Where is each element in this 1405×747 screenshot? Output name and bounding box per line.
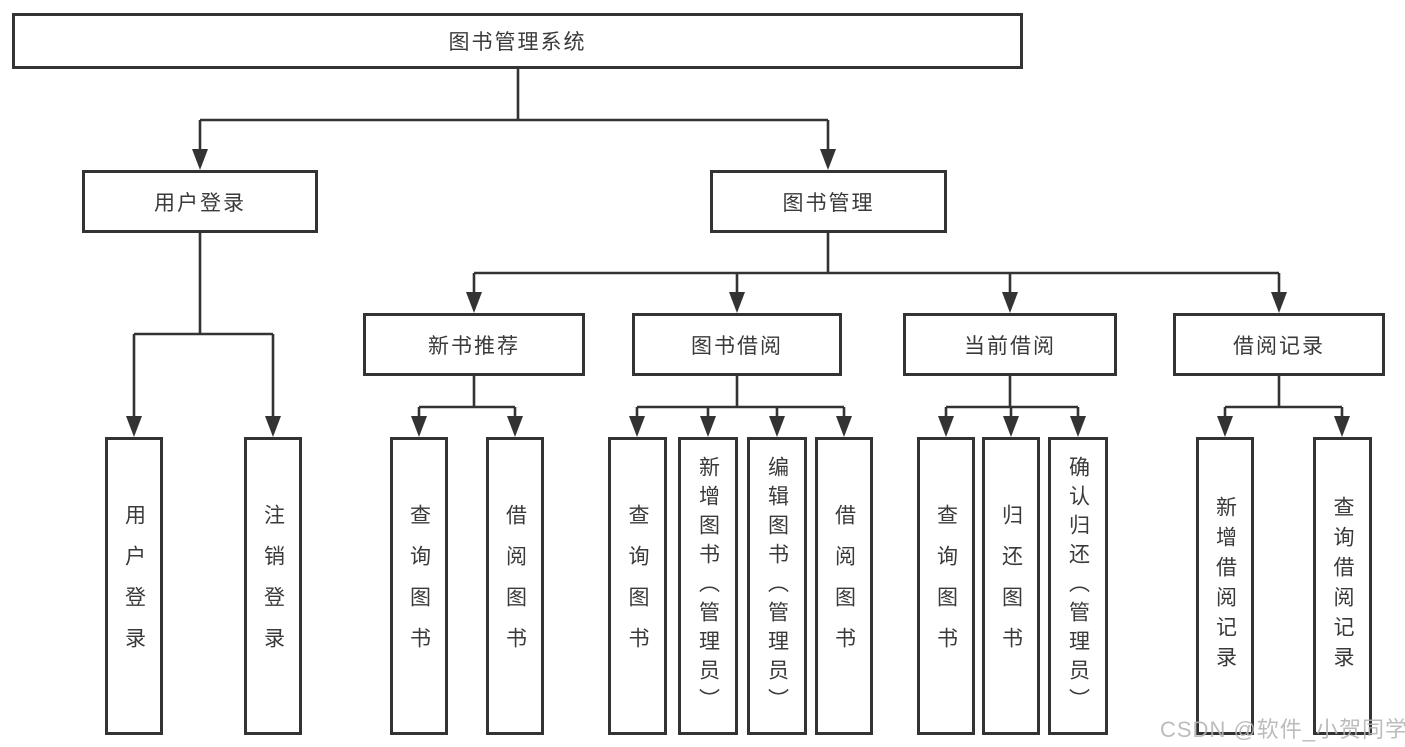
node-leaf-bb-add-book: 新增图书（管理员） xyxy=(678,437,738,735)
arrowhead xyxy=(629,416,645,437)
arrowhead xyxy=(836,416,852,437)
node-book-borrow: 图书借阅 xyxy=(632,313,842,376)
node-book-borrow-label: 图书借阅 xyxy=(691,334,783,358)
node-borrow-record: 借阅记录 xyxy=(1173,313,1385,376)
arrowhead xyxy=(466,292,482,313)
node-leaf-logout-label: 注销登录 xyxy=(261,504,285,668)
node-leaf-rec-borrow-book: 借阅图书 xyxy=(486,437,544,735)
arrowhead xyxy=(938,416,954,437)
node-leaf-bb-query-book: 查询图书 xyxy=(608,437,667,735)
node-leaf-cb-confirm-return-label: 确认归还（管理员） xyxy=(1066,455,1090,717)
node-current-borrow-label: 当前借阅 xyxy=(964,334,1056,358)
node-user-login: 用户登录 xyxy=(82,170,318,233)
node-root: 图书管理系统 xyxy=(12,13,1023,69)
node-book-mgmt-label: 图书管理 xyxy=(782,191,875,215)
node-new-book-rec-label: 新书推荐 xyxy=(428,334,520,358)
node-borrow-record-label: 借阅记录 xyxy=(1233,334,1325,358)
node-current-borrow: 当前借阅 xyxy=(903,313,1117,376)
node-book-mgmt: 图书管理 xyxy=(710,170,947,233)
node-new-book-rec: 新书推荐 xyxy=(363,313,585,376)
arrowhead xyxy=(1334,416,1350,437)
arrowhead xyxy=(507,416,523,437)
node-leaf-bb-query-book-label: 查询图书 xyxy=(626,504,649,668)
arrowhead xyxy=(1217,416,1233,437)
node-root-label: 图书管理系统 xyxy=(448,31,587,54)
node-leaf-br-add-record-label: 新增借阅记录 xyxy=(1213,496,1237,676)
node-leaf-rec-query-book: 查询图书 xyxy=(390,437,448,735)
node-user-login-label: 用户登录 xyxy=(154,191,246,215)
node-leaf-rec-query-book-label: 查询图书 xyxy=(407,504,431,668)
node-leaf-bb-add-book-label: 新增图书（管理员） xyxy=(696,455,720,717)
arrowhead xyxy=(1003,416,1019,437)
node-leaf-user-login: 用户登录 xyxy=(105,437,163,735)
node-leaf-cb-confirm-return: 确认归还（管理员） xyxy=(1048,437,1108,735)
node-leaf-cb-return-book-label: 归还图书 xyxy=(999,504,1023,668)
node-leaf-bb-borrow-book-label: 借阅图书 xyxy=(832,504,856,668)
node-leaf-bb-edit-book-label: 编辑图书（管理员） xyxy=(765,455,789,717)
node-leaf-br-add-record: 新增借阅记录 xyxy=(1196,437,1254,735)
arrowhead xyxy=(411,416,427,437)
node-leaf-rec-borrow-book-label: 借阅图书 xyxy=(503,504,527,668)
node-leaf-cb-query-book-label: 查询图书 xyxy=(934,504,958,668)
arrowhead xyxy=(769,416,785,437)
arrowhead xyxy=(700,416,716,437)
arrowhead xyxy=(729,292,745,313)
arrowhead xyxy=(820,149,836,170)
node-leaf-cb-query-book: 查询图书 xyxy=(917,437,975,735)
arrowhead xyxy=(265,416,281,437)
node-leaf-logout: 注销登录 xyxy=(244,437,302,735)
arrowhead xyxy=(1002,292,1018,313)
csdn-watermark: CSDN @软件_小贺同学 xyxy=(1160,717,1405,742)
node-leaf-br-query-record: 查询借阅记录 xyxy=(1313,437,1372,735)
node-leaf-br-query-record-label: 查询借阅记录 xyxy=(1331,496,1354,676)
node-leaf-bb-edit-book: 编辑图书（管理员） xyxy=(747,437,807,735)
arrowhead xyxy=(192,149,208,170)
arrowhead xyxy=(126,416,142,437)
arrowhead xyxy=(1271,292,1287,313)
node-leaf-user-login-label: 用户登录 xyxy=(122,504,146,668)
node-leaf-bb-borrow-book: 借阅图书 xyxy=(815,437,873,735)
arrowhead xyxy=(1070,416,1086,437)
node-leaf-cb-return-book: 归还图书 xyxy=(982,437,1040,735)
